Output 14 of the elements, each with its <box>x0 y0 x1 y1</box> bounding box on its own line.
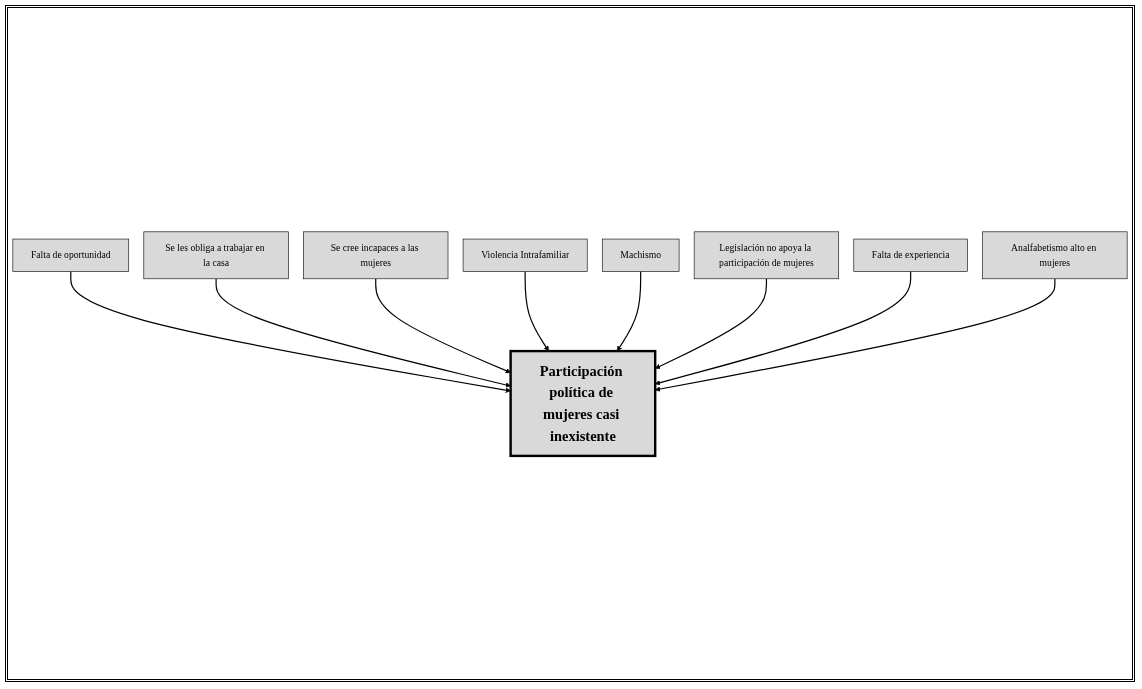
node-box: Analfabetismo alto en mujeres <box>982 231 1128 279</box>
node-box: Violencia Intrafamiliar <box>462 238 588 272</box>
arrow <box>524 270 549 351</box>
node-box: Participación política de mujeres casi inexistente <box>509 349 657 457</box>
node-box: Se les obliga a trabajar en la casa <box>143 231 289 279</box>
arrow <box>215 277 511 388</box>
node-box: Legislación no apoya la participación de mujeres <box>693 231 839 279</box>
node-box: Falta de oportunidad <box>12 238 130 272</box>
arrow <box>70 270 511 393</box>
node-box: Machismo <box>601 238 680 272</box>
arrow <box>375 277 511 373</box>
arrow <box>616 270 642 351</box>
node-box: Se cree incapaces a las mujeres <box>303 231 449 279</box>
node-box: Falta de experiencia <box>853 238 968 272</box>
